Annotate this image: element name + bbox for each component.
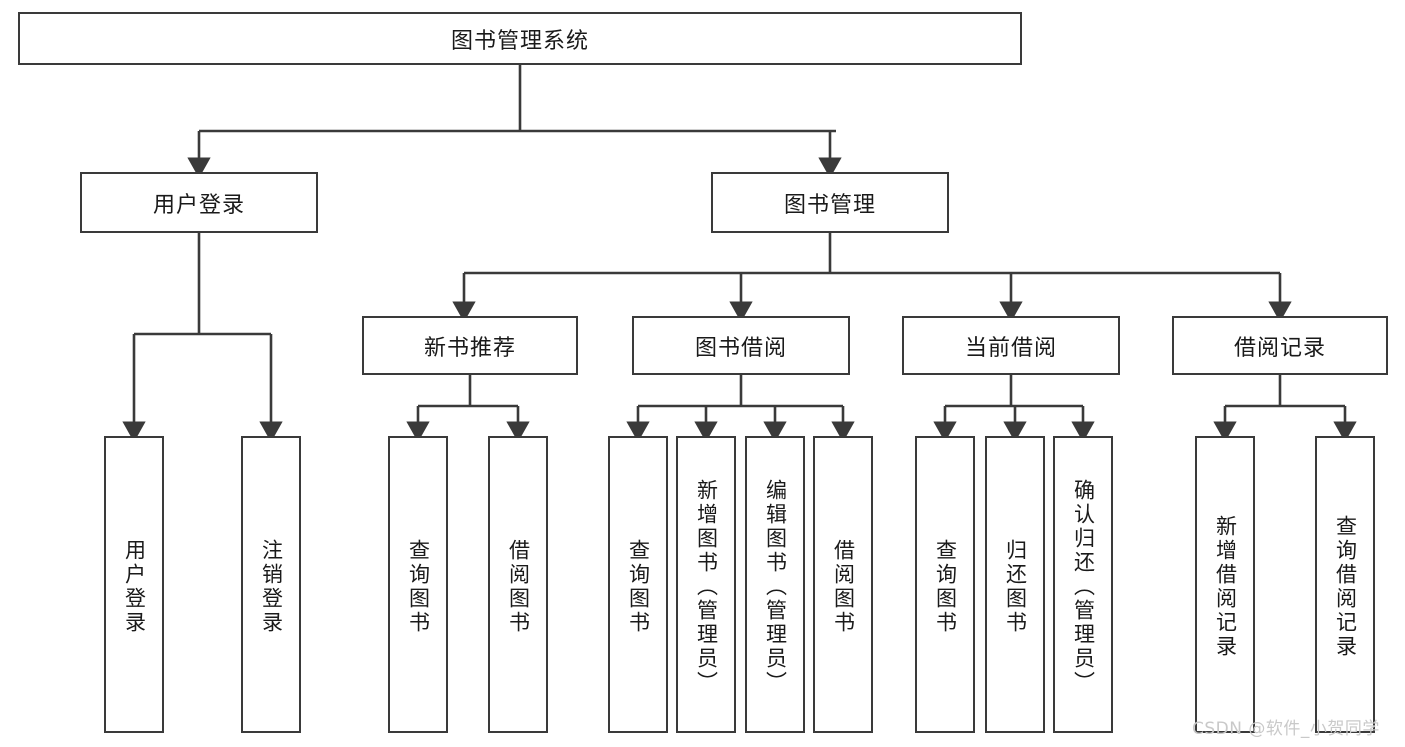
leaf-logout[interactable]: 注销登录 xyxy=(241,436,301,733)
node-user-login[interactable]: 用户登录 xyxy=(80,172,318,233)
leaf-query-book-3[interactable]: 查询图书 xyxy=(915,436,975,733)
csdn-watermark: CSDN @软件_小贺同学 xyxy=(1192,719,1380,739)
leaf-borrow-book-1[interactable]: 借阅图书 xyxy=(488,436,548,733)
node-book-borrow[interactable]: 图书借阅 xyxy=(632,316,850,375)
leaf-query-book-1[interactable]: 查询图书 xyxy=(388,436,448,733)
leaf-query-borrow-record[interactable]: 查询借阅记录 xyxy=(1315,436,1375,733)
leaf-confirm-return-admin[interactable]: 确认归还（管理员） xyxy=(1053,436,1113,733)
leaf-query-book-2[interactable]: 查询图书 xyxy=(608,436,668,733)
node-new-book-recommend[interactable]: 新书推荐 xyxy=(362,316,578,375)
node-current-borrow[interactable]: 当前借阅 xyxy=(902,316,1120,375)
leaf-edit-book-admin[interactable]: 编辑图书（管理员） xyxy=(745,436,805,733)
node-book-manage[interactable]: 图书管理 xyxy=(711,172,949,233)
leaf-add-borrow-record[interactable]: 新增借阅记录 xyxy=(1195,436,1255,733)
leaf-return-book[interactable]: 归还图书 xyxy=(985,436,1045,733)
leaf-user-login[interactable]: 用户登录 xyxy=(104,436,164,733)
leaf-add-book-admin[interactable]: 新增图书（管理员） xyxy=(676,436,736,733)
node-root[interactable]: 图书管理系统 xyxy=(18,12,1022,65)
leaf-borrow-book-2[interactable]: 借阅图书 xyxy=(813,436,873,733)
node-borrow-record[interactable]: 借阅记录 xyxy=(1172,316,1388,375)
